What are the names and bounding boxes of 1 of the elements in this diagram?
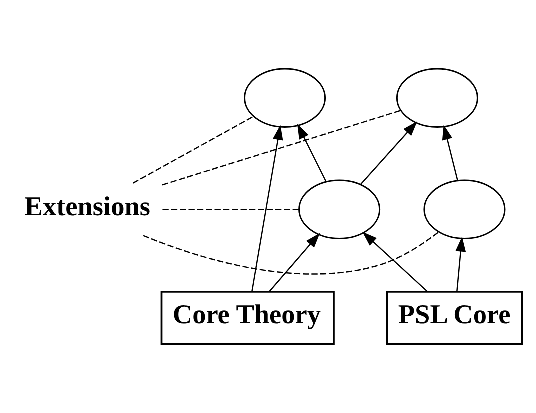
node-text: Extensions — [24, 191, 151, 222]
